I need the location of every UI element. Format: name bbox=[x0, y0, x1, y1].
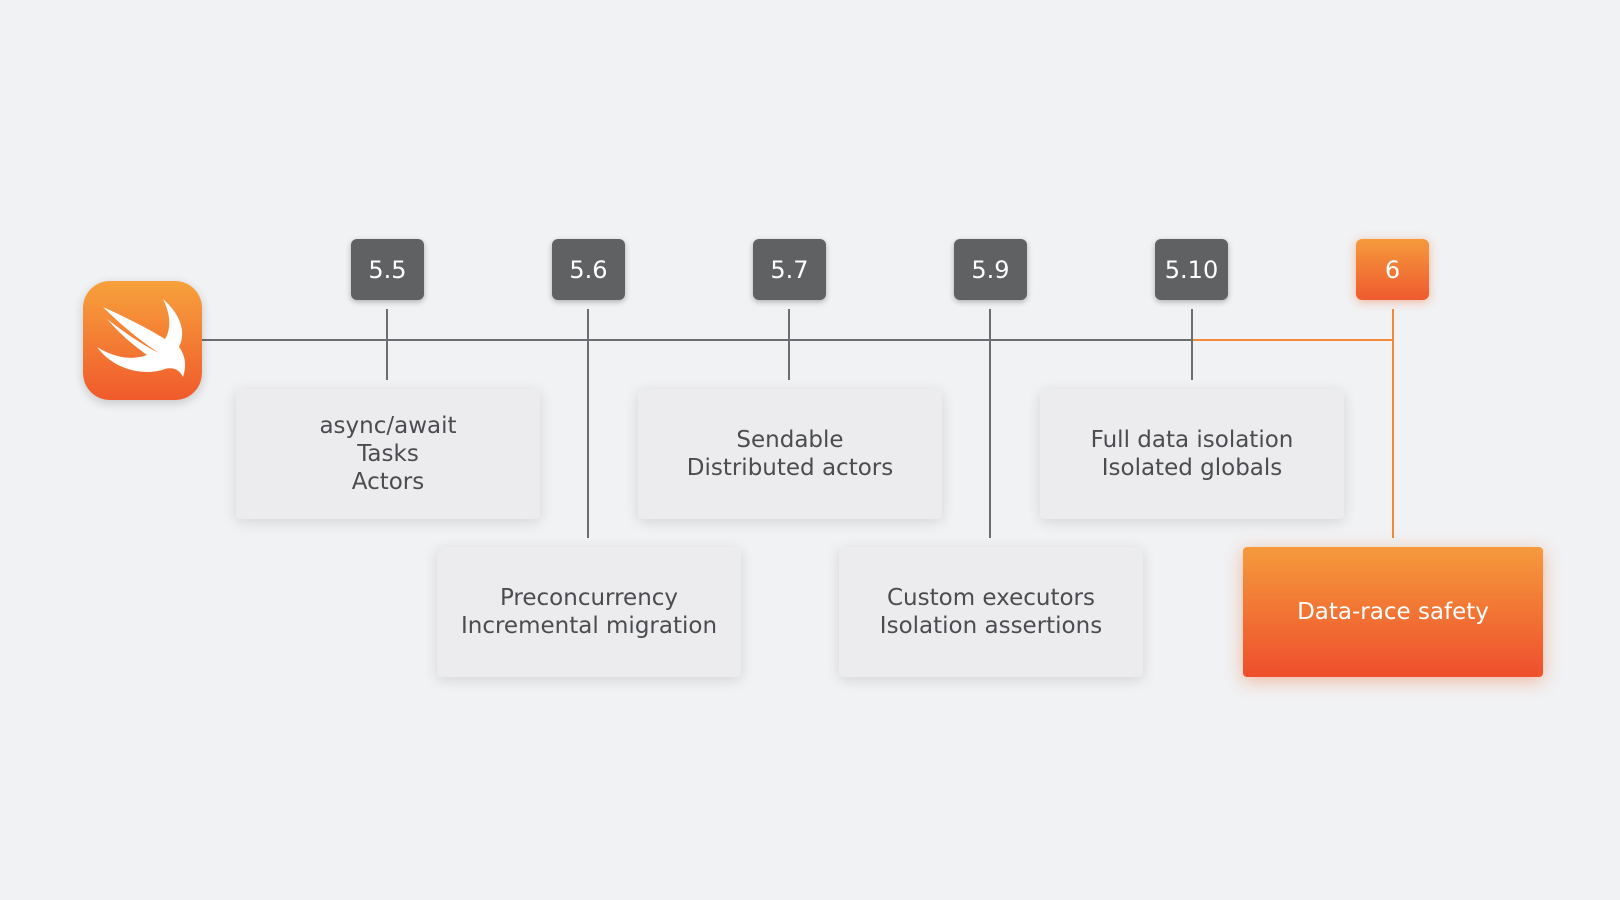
feature-card-5-5: async/await Tasks Actors bbox=[236, 389, 540, 519]
feature-line: Data-race safety bbox=[1297, 599, 1489, 625]
feature-card-5-6: Preconcurrency Incremental migration bbox=[437, 547, 741, 677]
feature-line: Custom executors bbox=[887, 585, 1095, 611]
swift-logo bbox=[83, 281, 202, 400]
version-tag-5-7: 5.7 bbox=[753, 239, 826, 300]
connector-5-10 bbox=[1191, 309, 1193, 380]
feature-card-5-10: Full data isolation Isolated globals bbox=[1040, 389, 1344, 519]
connector-5-5 bbox=[386, 309, 388, 380]
swift-bird-icon bbox=[97, 299, 186, 377]
feature-card-5-7: Sendable Distributed actors bbox=[638, 389, 942, 519]
feature-card-6: Data-race safety bbox=[1243, 547, 1543, 677]
timeline-axis-highlight bbox=[1192, 339, 1394, 341]
feature-line: Tasks bbox=[357, 441, 419, 467]
feature-line: async/await bbox=[319, 413, 457, 439]
version-tag-6: 6 bbox=[1356, 239, 1429, 300]
connector-5-9 bbox=[989, 309, 991, 538]
feature-line: Isolation assertions bbox=[879, 613, 1103, 639]
connector-5-6 bbox=[587, 309, 589, 538]
connector-5-7 bbox=[788, 309, 790, 380]
feature-line: Actors bbox=[351, 469, 425, 495]
version-tag-5-9: 5.9 bbox=[954, 239, 1027, 300]
feature-line: Distributed actors bbox=[686, 455, 894, 481]
feature-line: Preconcurrency bbox=[499, 585, 679, 611]
connector-6 bbox=[1392, 309, 1394, 538]
feature-line: Isolated globals bbox=[1101, 455, 1283, 481]
version-tag-5-6: 5.6 bbox=[552, 239, 625, 300]
version-tag-5-5: 5.5 bbox=[351, 239, 424, 300]
feature-line: Full data isolation bbox=[1090, 427, 1294, 453]
feature-line: Sendable bbox=[736, 427, 844, 453]
feature-line: Incremental migration bbox=[460, 613, 718, 639]
timeline-axis bbox=[200, 339, 1193, 341]
version-tag-5-10: 5.10 bbox=[1155, 239, 1228, 300]
feature-card-5-9: Custom executors Isolation assertions bbox=[839, 547, 1143, 677]
